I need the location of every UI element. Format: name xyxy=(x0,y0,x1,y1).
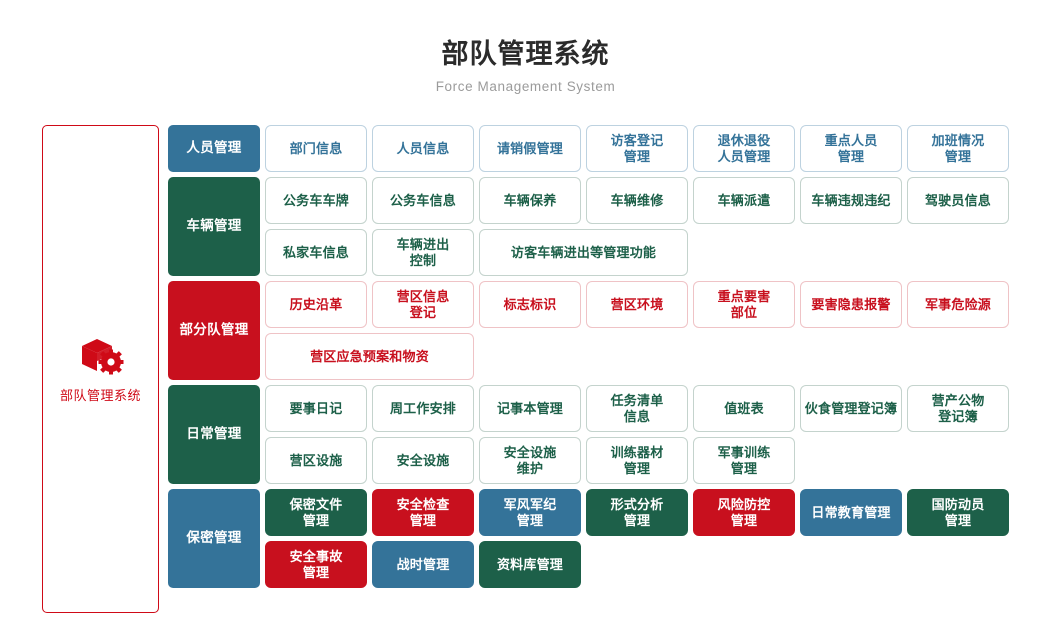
module-button[interactable]: 战时管理 xyxy=(372,541,474,588)
module-button[interactable]: 公务车信息 xyxy=(372,177,474,224)
module-grid: 人员管理部门信息人员信息请销假管理访客登记管理退休退役人员管理重点人员管理加班情… xyxy=(168,125,1040,593)
page-title: 部队管理系统 xyxy=(441,39,610,69)
group-items: 要事日记周工作安排记事本管理任务清单信息值班表伙食管理登记簿营产公物登记簿营区设… xyxy=(265,385,1040,484)
module-button[interactable]: 访客登记管理 xyxy=(586,125,688,172)
page-subtitle: Force Management System xyxy=(435,79,616,95)
module-group-row: 人员管理部门信息人员信息请销假管理访客登记管理退休退役人员管理重点人员管理加班情… xyxy=(168,125,1040,172)
module-button[interactable]: 安全设施 xyxy=(372,437,474,484)
content-body: 部队管理系统 人员管理部门信息人员信息请销假管理访客登记管理退休退役人员管理重点… xyxy=(0,125,1051,625)
module-button[interactable]: 资料库管理 xyxy=(479,541,581,588)
sidebar-brand-panel[interactable]: 部队管理系统 xyxy=(42,125,159,613)
module-button[interactable]: 值班表 xyxy=(693,385,795,432)
module-button[interactable]: 人员信息 xyxy=(372,125,474,172)
module-button[interactable]: 车辆违规违纪 xyxy=(800,177,902,224)
module-button[interactable]: 要害隐患报警 xyxy=(800,281,902,328)
group-items: 保密文件管理安全检查管理军风军纪管理形式分析管理风险防控管理日常教育管理国防动员… xyxy=(265,489,1040,588)
module-button[interactable]: 营区应急预案和物资 xyxy=(265,333,474,380)
module-button[interactable]: 营区环境 xyxy=(586,281,688,328)
module-button[interactable]: 军事训练管理 xyxy=(693,437,795,484)
module-button[interactable]: 车辆进出控制 xyxy=(372,229,474,276)
module-group-row: 车辆管理公务车车牌公务车信息车辆保养车辆维修车辆派遣车辆违规违纪驾驶员信息私家车… xyxy=(168,177,1040,276)
module-button[interactable]: 驾驶员信息 xyxy=(907,177,1009,224)
page-header: 部队管理系统 Force Management System xyxy=(0,0,1051,94)
module-button[interactable]: 公务车车牌 xyxy=(265,177,367,224)
module-button[interactable]: 国防动员管理 xyxy=(907,489,1009,536)
module-button[interactable]: 重点要害部位 xyxy=(693,281,795,328)
module-button[interactable]: 风险防控管理 xyxy=(693,489,795,536)
module-group-row: 保密管理保密文件管理安全检查管理军风军纪管理形式分析管理风险防控管理日常教育管理… xyxy=(168,489,1040,588)
module-button[interactable]: 安全检查管理 xyxy=(372,489,474,536)
module-button[interactable]: 重点人员管理 xyxy=(800,125,902,172)
module-button[interactable]: 日常教育管理 xyxy=(800,489,902,536)
group-items: 历史沿革营区信息登记标志标识营区环境重点要害部位要害隐患报警军事危险源营区应急预… xyxy=(265,281,1040,380)
group-header-button[interactable]: 日常管理 xyxy=(168,385,260,484)
module-button[interactable]: 车辆保养 xyxy=(479,177,581,224)
module-button[interactable]: 军风军纪管理 xyxy=(479,489,581,536)
group-header-button[interactable]: 人员管理 xyxy=(168,125,260,172)
module-button[interactable]: 军事危险源 xyxy=(907,281,1009,328)
module-button[interactable]: 形式分析管理 xyxy=(586,489,688,536)
group-items: 公务车车牌公务车信息车辆保养车辆维修车辆派遣车辆违规违纪驾驶员信息私家车信息车辆… xyxy=(265,177,1040,276)
module-button[interactable]: 访客车辆进出等管理功能 xyxy=(479,229,688,276)
module-button[interactable]: 周工作安排 xyxy=(372,385,474,432)
module-button[interactable]: 保密文件管理 xyxy=(265,489,367,536)
module-button[interactable]: 请销假管理 xyxy=(479,125,581,172)
group-header-button[interactable]: 车辆管理 xyxy=(168,177,260,276)
module-button[interactable]: 安全设施维护 xyxy=(479,437,581,484)
module-button[interactable]: 任务清单信息 xyxy=(586,385,688,432)
module-button[interactable]: 标志标识 xyxy=(479,281,581,328)
group-header-button[interactable]: 保密管理 xyxy=(168,489,260,588)
module-button[interactable]: 训练器材管理 xyxy=(586,437,688,484)
module-button[interactable]: 部门信息 xyxy=(265,125,367,172)
module-button[interactable]: 要事日记 xyxy=(265,385,367,432)
group-items: 部门信息人员信息请销假管理访客登记管理退休退役人员管理重点人员管理加班情况管理 xyxy=(265,125,1040,172)
cube-gear-icon xyxy=(78,335,124,377)
module-button[interactable]: 记事本管理 xyxy=(479,385,581,432)
module-button[interactable]: 营区设施 xyxy=(265,437,367,484)
module-button[interactable]: 历史沿革 xyxy=(265,281,367,328)
module-button[interactable]: 伙食管理登记簿 xyxy=(800,385,902,432)
sidebar-brand-label: 部队管理系统 xyxy=(59,387,141,403)
module-button[interactable]: 退休退役人员管理 xyxy=(693,125,795,172)
module-button[interactable]: 营区信息登记 xyxy=(372,281,474,328)
module-button[interactable]: 车辆派遣 xyxy=(693,177,795,224)
module-button[interactable]: 私家车信息 xyxy=(265,229,367,276)
module-group-row: 日常管理要事日记周工作安排记事本管理任务清单信息值班表伙食管理登记簿营产公物登记… xyxy=(168,385,1040,484)
module-button[interactable]: 营产公物登记簿 xyxy=(907,385,1009,432)
module-button[interactable]: 加班情况管理 xyxy=(907,125,1009,172)
module-group-row: 部分队管理历史沿革营区信息登记标志标识营区环境重点要害部位要害隐患报警军事危险源… xyxy=(168,281,1040,380)
group-header-button[interactable]: 部分队管理 xyxy=(168,281,260,380)
module-button[interactable]: 车辆维修 xyxy=(586,177,688,224)
module-button[interactable]: 安全事故管理 xyxy=(265,541,367,588)
